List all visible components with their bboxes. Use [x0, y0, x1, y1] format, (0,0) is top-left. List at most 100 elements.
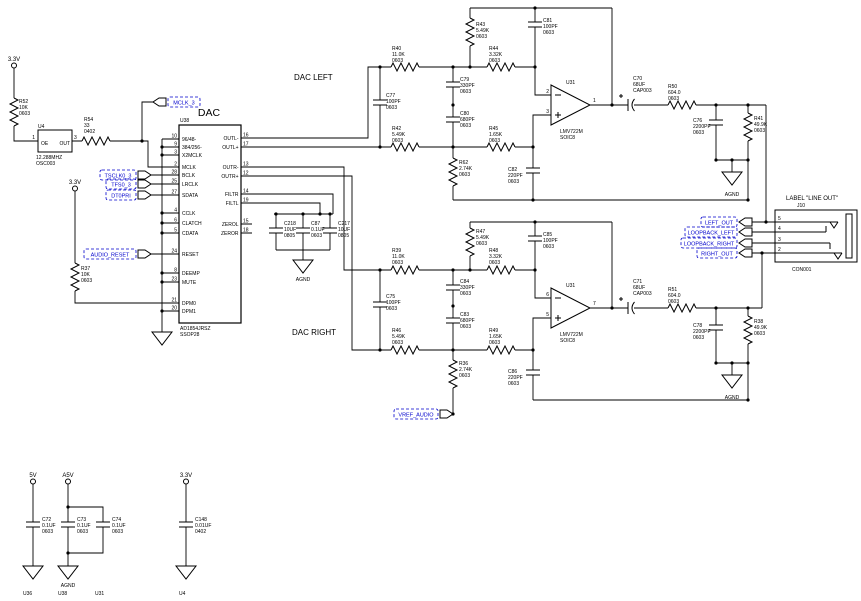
wire [241, 193, 334, 215]
R46-fp: 0603 [392, 340, 403, 346]
R36-fp: 0603 [459, 373, 470, 379]
symbols [9, 17, 858, 580]
C74-ref: C74 [112, 517, 121, 523]
R39-ref: R39 [392, 248, 401, 254]
resistor-symbol [390, 142, 420, 152]
R52-fp: 0603 [19, 111, 30, 117]
opamp-pin-num: 3 [546, 109, 549, 115]
R43-value: 5.49K [476, 28, 490, 34]
R41-fp: 0603 [754, 128, 765, 134]
C84-value: 330PF [460, 285, 475, 291]
junction-dot [451, 348, 455, 352]
junction-dot [533, 6, 537, 10]
C70-fp: CAP003 [633, 88, 652, 94]
junction-dot [746, 306, 750, 310]
C218-ref: C218 [284, 221, 296, 227]
supply-ref: U36 [23, 591, 32, 597]
osc-fp: OSC003 [36, 161, 55, 167]
wires [13, 7, 775, 566]
net-label-left-out: LEFT_OUT [705, 221, 734, 227]
osc-pin-name: OUT [59, 141, 70, 147]
resistor-symbol [667, 100, 697, 110]
power-terminal [65, 478, 71, 485]
dac-right-title: DAC RIGHT [292, 328, 336, 337]
power-terminal [183, 478, 189, 485]
wire [151, 174, 179, 255]
junction-dot [764, 220, 768, 224]
C76-fp: 0603 [693, 130, 704, 136]
dac-part: AD1854JRSZ [180, 326, 211, 332]
junction-dot [160, 153, 164, 157]
connector-pin-num: 3 [778, 237, 781, 243]
osc-ref: U4 [38, 124, 45, 130]
C70-ref: C70 [633, 76, 642, 82]
capacitor-symbol [95, 521, 111, 528]
opamp-plus-mark [555, 315, 561, 321]
dac-pin-num: 24 [171, 249, 177, 255]
R51-ref: R51 [668, 287, 677, 293]
line-out-label: LABEL "LINE OUT" [786, 196, 838, 202]
polarized-capacitor-symbol [627, 98, 635, 112]
dac-pin-name: MCLK [182, 165, 197, 171]
C148-ref: C148 [195, 517, 207, 523]
capacitor-symbol [525, 369, 541, 376]
R40-value: 11.0K [392, 52, 405, 58]
C148-fp: 0402 [195, 529, 206, 535]
C148-value: 0.01UF [195, 523, 211, 529]
dac-pin-name: OUTL+ [222, 145, 238, 151]
dac-pin-name: OUTL- [224, 136, 239, 142]
opamp-pin-num: 2 [546, 89, 549, 95]
R39-fp: 0603 [392, 260, 403, 266]
resistor-symbol [390, 62, 420, 72]
C80-ref: C80 [460, 111, 469, 117]
net-label-dtpri: DT0PRI [111, 194, 131, 200]
R48-ref: R48 [489, 248, 498, 254]
C76-value: 2200PF [693, 124, 711, 130]
junction-dot [274, 212, 278, 216]
offpage-flag [738, 238, 753, 248]
junction-dot [66, 551, 70, 555]
junction-dot [746, 398, 750, 402]
offpage-flag [137, 179, 152, 189]
dac-pin-name: FILTR [225, 192, 239, 198]
connector-fp: CON001 [792, 267, 812, 273]
junction-dot [730, 158, 734, 162]
connector-ref: J10 [797, 203, 805, 209]
junction-dot [66, 505, 70, 509]
R48-value: 3.32K [489, 254, 503, 260]
C79-ref: C79 [460, 77, 469, 83]
opamp-pin-num: 6 [546, 292, 549, 298]
R62-ref: R62 [459, 160, 468, 166]
capacitor-symbol [445, 284, 461, 291]
R45-value: 1.65K [489, 132, 503, 138]
net-label-box [393, 408, 439, 420]
C217-ref: C217 [338, 221, 350, 227]
C77-value: 100PF [386, 99, 401, 105]
capacitor-symbol [708, 119, 724, 126]
R44-fp: 0603 [489, 58, 500, 64]
C82-value: 220PF [508, 173, 523, 179]
junction-dot [746, 361, 750, 365]
resistor-symbol [9, 97, 19, 127]
dac-pin-num: 20 [171, 306, 177, 312]
C70-value: 68UF [633, 82, 645, 88]
junction-dot [531, 198, 535, 202]
dac-pin-name: CCLK [182, 211, 196, 217]
junction-dot [730, 361, 734, 365]
wire [715, 308, 749, 400]
power-terminal [30, 478, 36, 485]
dac-pin-name: BCLK [182, 173, 196, 179]
junction-dot [531, 145, 535, 149]
opamp-ref: U31 [566, 283, 575, 289]
power-label-3v3: 3.3V [180, 473, 192, 479]
wire [32, 484, 187, 566]
C81-value: 100PF [543, 24, 558, 30]
R51-fp: 0603 [668, 299, 679, 305]
opamp-ref: U31 [566, 80, 575, 86]
power-terminal [72, 185, 78, 192]
capacitor-symbol [178, 521, 194, 528]
dac-pin-num: 9 [174, 142, 177, 148]
dac-pin-name: LRCLK [182, 182, 199, 188]
dac-pin-name: CLATCH [182, 221, 202, 227]
dac-pin-name: DPM1 [182, 309, 196, 315]
